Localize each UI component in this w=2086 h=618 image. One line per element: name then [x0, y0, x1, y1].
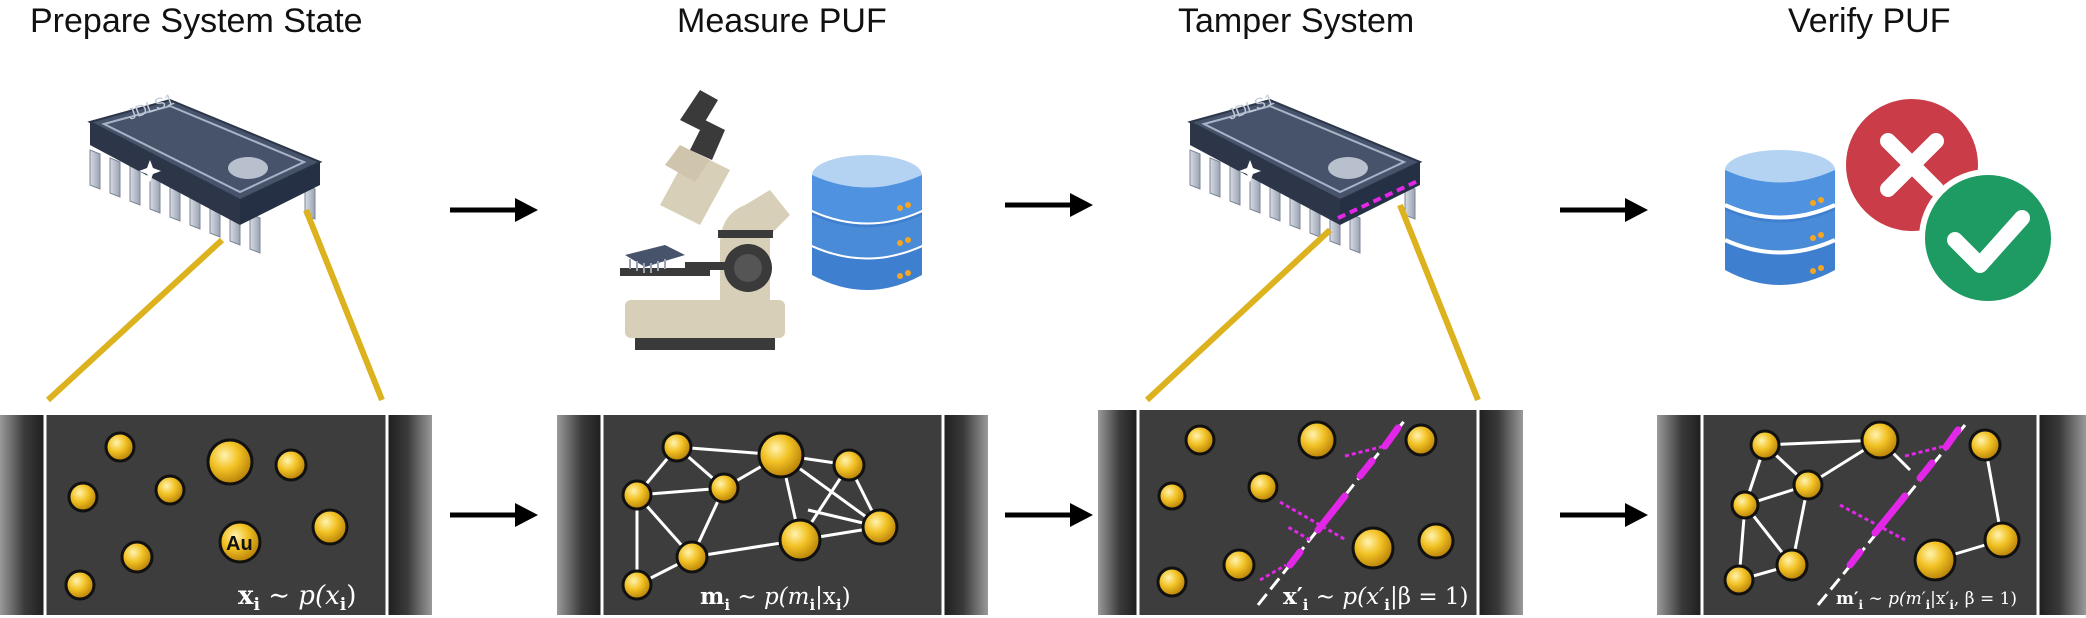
- chip-icon: JDLS1: [87, 91, 323, 254]
- arrow-right-icon: [1560, 503, 1648, 527]
- step-title-prepare: Prepare System State: [30, 2, 363, 40]
- formula-verification: m′i ∼ p(m′i|x′i, β = 1): [1836, 589, 2017, 612]
- arrow-right-icon: [450, 198, 538, 222]
- formula-system-state: xi ∼ p(xi): [238, 581, 356, 615]
- chip-tampered-icon: JDLS1: [1187, 91, 1423, 254]
- arrow-right-icon: [1005, 503, 1093, 527]
- database-icon: [1724, 150, 1836, 285]
- step-title-verify: Verify PUF: [1788, 2, 1951, 40]
- particle-label: Au: [226, 533, 253, 555]
- arrow-right-icon: [1560, 198, 1648, 222]
- step-title-measure: Measure PUF: [677, 2, 887, 40]
- panel-system-state: Au xi ∼ p(xi): [0, 415, 432, 615]
- arrow-right-icon: [450, 503, 538, 527]
- formula-measurement: mi ∼ p(mi|xi): [700, 583, 851, 614]
- arrow-right-icon: [1005, 193, 1093, 217]
- panel-verification: m′i ∼ p(m′i|x′i, β = 1): [1657, 415, 2086, 615]
- step-title-tamper: Tamper System: [1178, 2, 1415, 40]
- formula-tampered: x′i ∼ p(x′i|β = 1): [1283, 583, 1469, 614]
- panel-measurement: mi ∼ p(mi|xi): [557, 415, 988, 615]
- microscope-icon: [620, 90, 790, 350]
- database-icon: [811, 155, 923, 290]
- accept-check-icon: [1919, 169, 2057, 307]
- panel-tampered: x′i ∼ p(x′i|β = 1): [1098, 410, 1523, 615]
